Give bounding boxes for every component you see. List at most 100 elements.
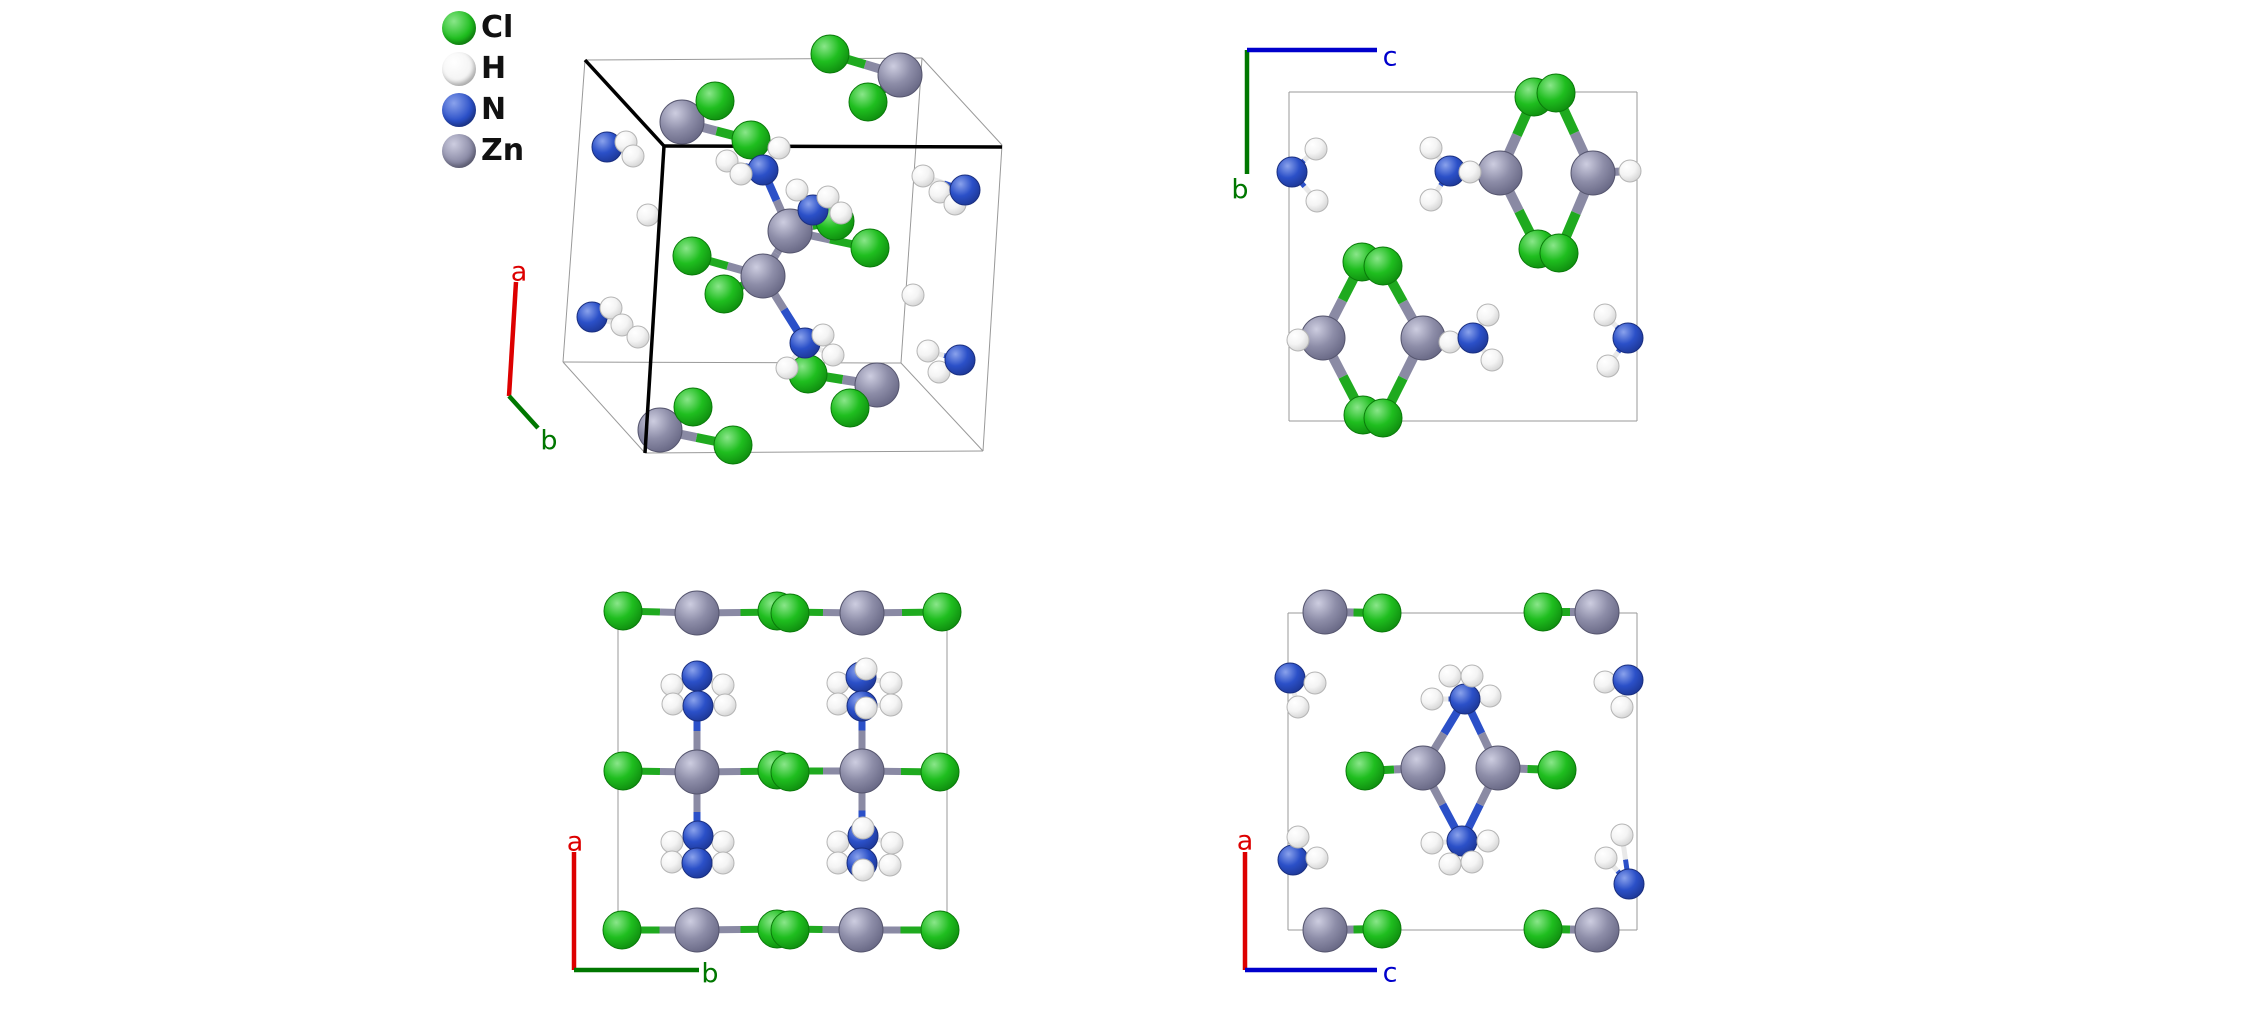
cl-atom <box>602 910 642 950</box>
cl-atom <box>603 591 643 631</box>
h-atom <box>661 692 685 716</box>
h-atom <box>711 673 735 697</box>
n-atom <box>1277 844 1309 876</box>
cl-atom <box>920 752 960 792</box>
cl-atom <box>731 120 771 160</box>
h-atom <box>901 283 925 307</box>
cl-atom <box>922 592 962 632</box>
axis-b-label: b <box>540 426 557 457</box>
h-atom <box>826 851 850 875</box>
cell-edge <box>562 361 646 454</box>
zn-atom <box>1477 150 1523 196</box>
axis-a-line <box>506 281 519 397</box>
zn-atom <box>1302 589 1348 635</box>
axis-a-label: a <box>1237 826 1254 857</box>
h-atom <box>821 343 845 367</box>
zn-atom <box>674 749 720 795</box>
h-atom <box>851 858 875 882</box>
n-atom <box>681 847 713 879</box>
h-atom <box>829 201 853 225</box>
cell-edge <box>982 144 1003 452</box>
h-atom <box>1618 159 1642 183</box>
cl-atom <box>1345 751 1385 791</box>
h-atom <box>660 830 684 854</box>
h-atom <box>626 325 650 349</box>
h-atom <box>879 671 903 695</box>
n-atom <box>1276 156 1308 188</box>
cl-atom <box>770 593 810 633</box>
zn-atom-swatch <box>442 134 476 168</box>
h-atom <box>816 185 840 209</box>
h-atom <box>1438 852 1462 876</box>
legend-item: Cl <box>442 10 524 46</box>
panel-ab-projection: ab <box>567 590 962 990</box>
cl-atom <box>672 236 712 276</box>
legend: Cl H N Zn <box>442 10 524 169</box>
axis-a-label: a <box>511 257 528 288</box>
n-atom <box>747 154 779 186</box>
h-atom <box>660 850 684 874</box>
h-atom <box>826 830 850 854</box>
cell-edge <box>900 57 923 364</box>
h-atom <box>1610 695 1634 719</box>
cl-atom <box>810 34 850 74</box>
zn-atom <box>854 362 900 408</box>
legend-item: Zn <box>442 133 524 169</box>
h-atom <box>775 356 799 380</box>
cell-edge <box>644 450 984 454</box>
cl-atom-swatch <box>442 11 476 45</box>
n-atom <box>1274 662 1306 694</box>
zn-atom <box>877 52 923 98</box>
cl-atom <box>1523 592 1563 632</box>
h-atom <box>711 851 735 875</box>
h-atom <box>826 692 850 716</box>
legend-label: Zn <box>481 133 525 168</box>
h-atom <box>879 693 903 717</box>
axis-a-label: a <box>567 827 584 858</box>
h-atom <box>854 696 878 720</box>
h-atom <box>851 816 875 840</box>
h-atom <box>1303 671 1327 695</box>
cl-atom <box>920 910 960 950</box>
cl-atom <box>850 228 890 268</box>
h-atom <box>1420 687 1444 711</box>
zn-atom <box>839 590 885 636</box>
cell-edge <box>921 57 1003 146</box>
h-atom <box>1438 664 1462 688</box>
zn-atom <box>637 407 683 453</box>
h-atom <box>1478 684 1502 708</box>
cl-atom <box>1362 909 1402 949</box>
h-atom <box>1438 330 1462 354</box>
panel-ac-projection: ac <box>1237 589 1645 989</box>
h-atom <box>636 203 660 227</box>
cl-atom <box>603 751 643 791</box>
h-atom <box>1420 831 1444 855</box>
h-atom <box>1593 303 1617 327</box>
zn-atom <box>767 208 813 254</box>
zn-atom <box>839 748 885 794</box>
h-atom <box>1305 846 1329 870</box>
zn-atom <box>674 590 720 636</box>
zn-atom <box>659 99 705 145</box>
legend-label: H <box>481 51 507 86</box>
legend-item: N <box>442 92 524 128</box>
legend-label: Cl <box>481 10 514 45</box>
n-atom <box>1613 868 1645 900</box>
cl-atom <box>1363 398 1403 438</box>
zn-atom <box>674 907 720 953</box>
h-atom <box>1460 664 1484 688</box>
h-atom <box>729 162 753 186</box>
axis-b-label: b <box>701 959 718 990</box>
legend-item: H <box>442 51 524 87</box>
h-atom <box>1480 348 1504 372</box>
cell-edge <box>900 362 984 452</box>
axis-c-label: c <box>1383 42 1398 73</box>
zn-atom <box>1570 150 1616 196</box>
h-atom <box>1419 188 1443 212</box>
h-atom <box>713 693 737 717</box>
n-atom-swatch <box>442 93 476 127</box>
cell-edge <box>584 57 923 61</box>
n-atom <box>1449 683 1481 715</box>
cell-edge <box>643 145 666 454</box>
